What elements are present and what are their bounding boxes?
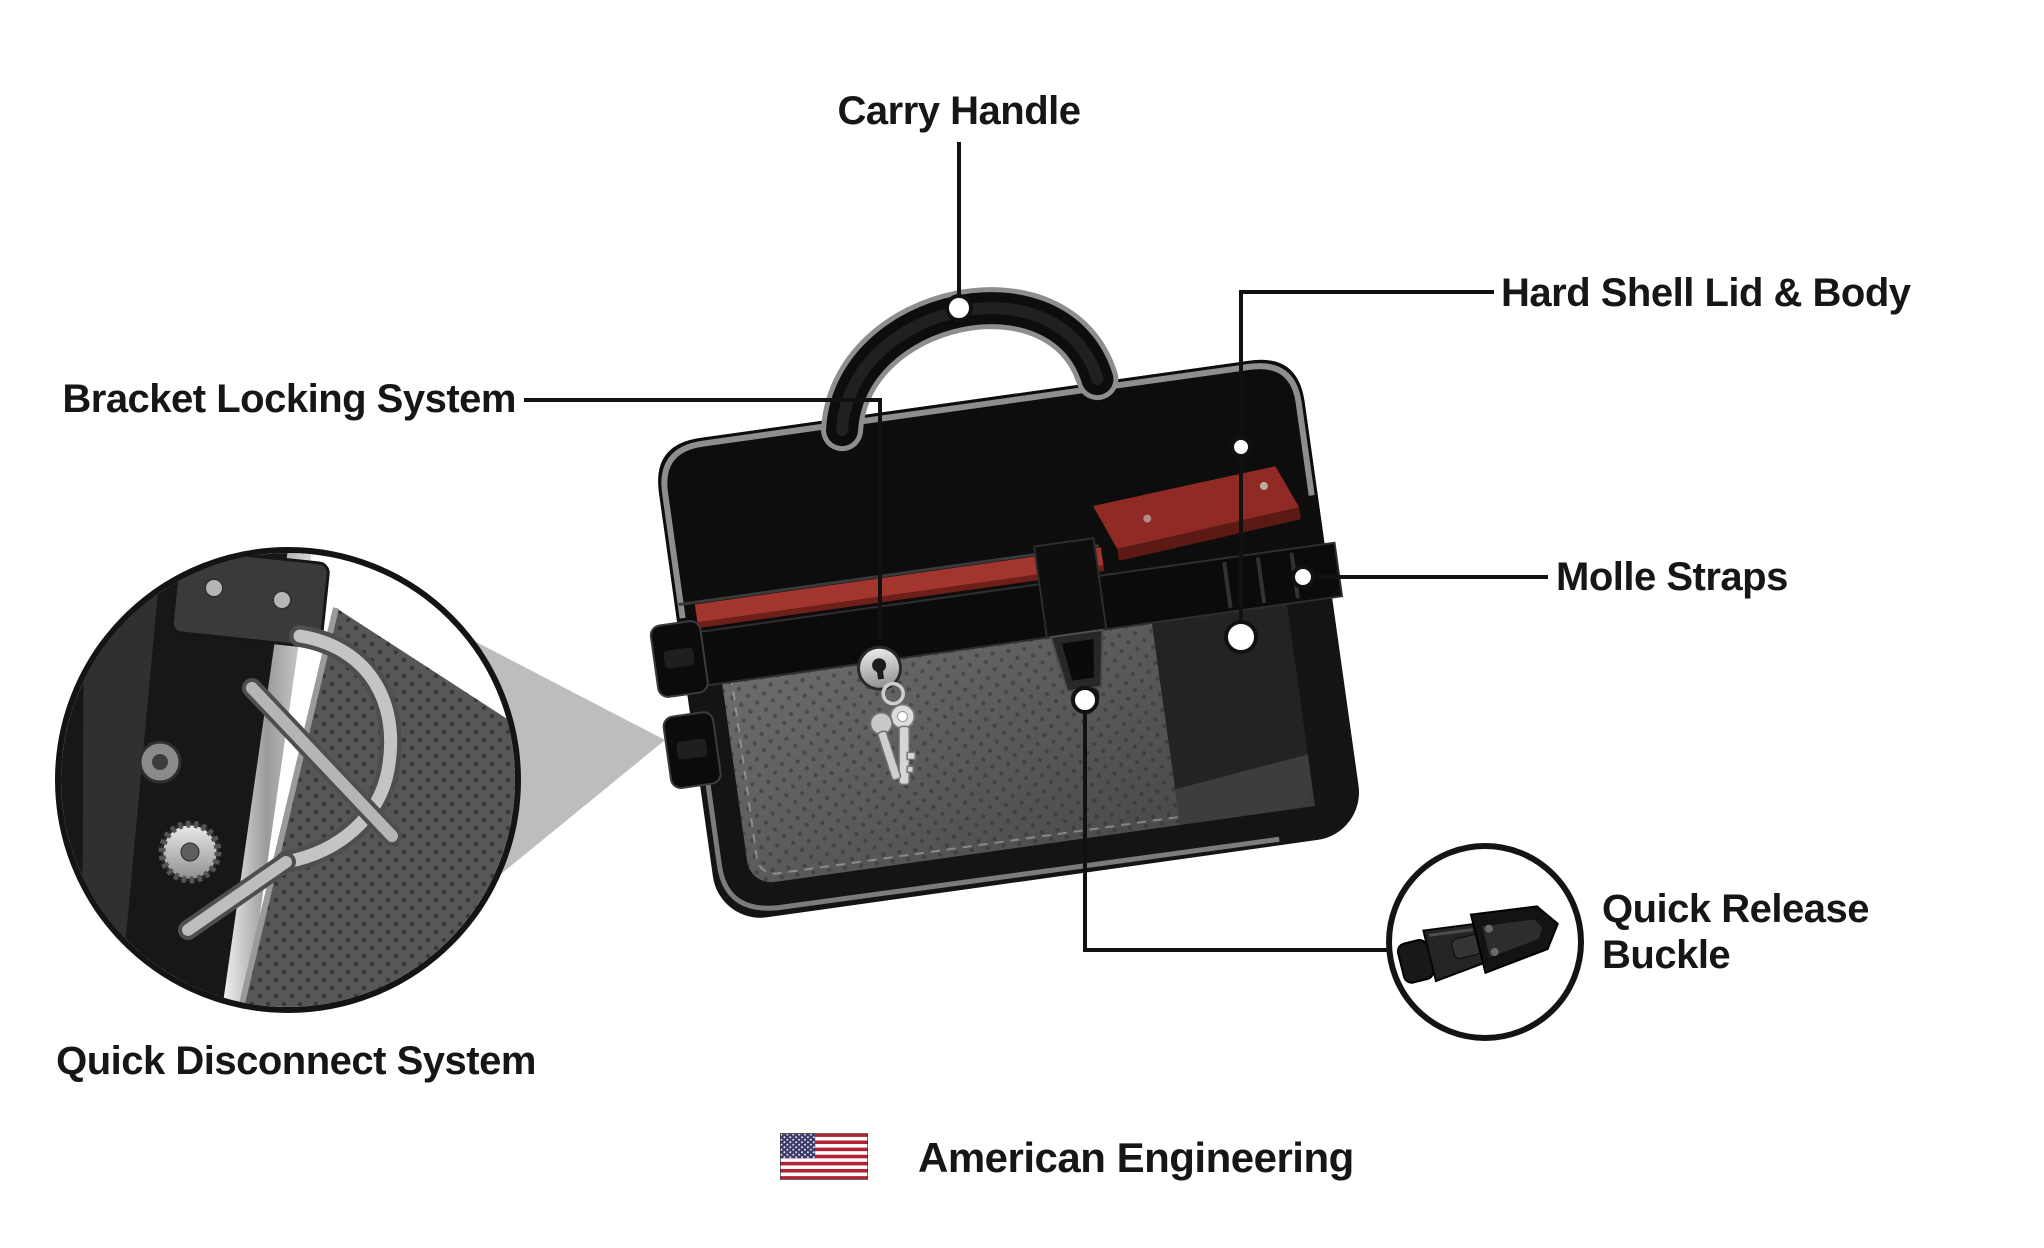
- bracket-locking-label: Bracket Locking System: [62, 377, 516, 421]
- quick-release-inset: [1386, 843, 1584, 1041]
- callout-lines: [524, 142, 1548, 952]
- hard-shell-marker-small: [1230, 436, 1252, 458]
- hard-shell-label: Hard Shell Lid & Body: [1501, 271, 1911, 315]
- footer-tagline: American Engineering: [918, 1134, 1354, 1181]
- bracket-lock-and-keys: [857, 645, 916, 786]
- red-trim: [694, 466, 1301, 629]
- bracket-locking-line: [524, 398, 882, 640]
- hard-shell-marker-end: [1224, 620, 1258, 654]
- molle-straps-label: Molle Straps: [1556, 555, 1788, 599]
- bag-bottom-piping: [698, 732, 1280, 911]
- quick-disconnect-label: Quick Disconnect System: [56, 1039, 536, 1083]
- hard-shell-line: [1239, 290, 1494, 622]
- saddlebag-illustration: [649, 287, 1360, 918]
- carry-handle-marker: [945, 294, 973, 322]
- quick-release-label: Quick Release Buckle: [1602, 887, 1870, 977]
- us-flag-icon: [780, 1133, 868, 1180]
- side-strap-loops: [649, 620, 722, 789]
- quick-disconnect-inset: [55, 547, 521, 1013]
- molle-straps-marker: [1291, 565, 1315, 589]
- quick-release-marker: [1071, 686, 1099, 714]
- carry-handle-label: Carry Handle: [837, 89, 1081, 133]
- callout-markers: [945, 294, 1315, 714]
- quick-release-line: [1083, 712, 1390, 952]
- buckle-icon: [1396, 905, 1559, 984]
